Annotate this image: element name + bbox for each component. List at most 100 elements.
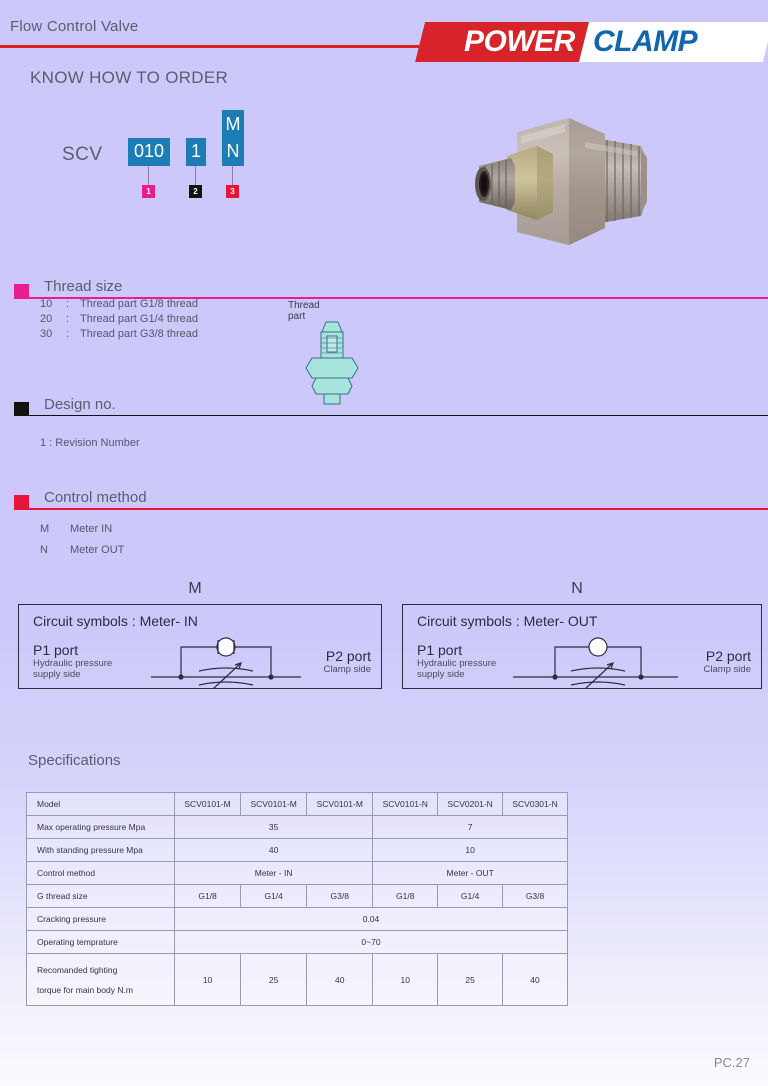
order-code-box-thread-size: 010 — [128, 138, 170, 166]
section-rule — [14, 415, 768, 416]
port-name: P2 port — [705, 648, 751, 664]
control-option-code: M — [40, 523, 50, 535]
table-cell: SCV0101-M — [240, 792, 308, 816]
section-bullet-icon — [14, 495, 29, 508]
thread-option-desc: Thread part G1/8 thread — [80, 298, 199, 310]
table-cell: SCV0201-N — [437, 792, 504, 816]
circuit-port-p1: P1 port Hydraulic pressure supply side — [417, 643, 497, 681]
list-item: M Meter IN — [40, 523, 124, 544]
logo-left-panel: POWER — [415, 22, 589, 62]
row-label: Operating temprature — [26, 930, 175, 954]
section-control-method: Control method — [0, 489, 768, 513]
port-sub-line2: supply side — [417, 669, 465, 680]
circuit-port-p2: P2 port Clamp side — [703, 648, 751, 676]
table-row: With standing pressure Mpa 40 10 — [26, 838, 568, 862]
port-sub-line2: supply side — [33, 669, 81, 680]
section-title: Design no. — [44, 396, 116, 413]
table-row: Model SCV0101-M SCV0101-M SCV0101-M SCV0… — [26, 792, 568, 816]
table-cell: SCV0101-M — [173, 792, 242, 816]
row-label: Max operating pressure Mpa — [26, 815, 175, 839]
circuit-port-p2: P2 port Clamp side — [323, 648, 371, 676]
page-title: Flow Control Valve — [10, 18, 139, 35]
order-marker-1: 1 — [142, 185, 155, 198]
control-option-code: N — [40, 544, 48, 556]
order-code-prefix: SCV — [62, 144, 103, 165]
section-title: Thread size — [44, 278, 123, 295]
table-cell: 25 — [437, 953, 504, 1006]
thread-option-separator: : — [66, 298, 70, 310]
thread-option-separator: : — [66, 313, 70, 325]
control-method-option-list: M Meter IN N Meter OUT — [40, 523, 124, 565]
page-header: Flow Control Valve POWER CLAMP — [0, 0, 768, 70]
row-label-line1: Recomanded tighting — [37, 964, 118, 975]
leader-line-1 — [148, 166, 149, 185]
power-clamp-logo: POWER CLAMP — [415, 22, 768, 62]
circuit-diagram-meter-out: Circuit symbols : Meter- OUT P1 port Hyd… — [402, 604, 762, 689]
table-cell: SCV0101-M — [306, 792, 374, 816]
logo-power-text: POWER — [463, 25, 575, 58]
section-bullet-icon — [14, 284, 29, 297]
header-rule — [0, 45, 520, 48]
product-photo-valve — [475, 118, 647, 245]
thread-option-code: 10 — [40, 298, 53, 310]
circuit-title: Circuit symbols : Meter- IN — [33, 613, 198, 629]
list-item: 30:Thread part G3/8 thread — [40, 328, 198, 343]
circuit-title: Circuit symbols : Meter- OUT — [417, 613, 598, 629]
table-cell: G1/4 — [437, 884, 504, 908]
table-cell: G1/8 — [173, 884, 242, 908]
row-label: Cracking pressure — [26, 907, 175, 931]
circuit-schematic-meter-in — [151, 637, 301, 689]
logo-right-panel: CLAMP — [578, 22, 768, 62]
table-cell: G3/8 — [502, 884, 568, 908]
control-option-desc: Meter IN — [70, 523, 113, 535]
thread-option-desc: Thread part G1/4 thread — [80, 313, 199, 325]
order-code-option-m: M — [225, 114, 241, 134]
order-code-box-control-method: M N — [222, 110, 244, 166]
row-label-line2: torque for main body N.m — [37, 984, 133, 995]
thread-option-separator: : — [66, 328, 70, 340]
row-label: G thread size — [26, 884, 175, 908]
port-sub: Clamp side — [323, 664, 371, 675]
control-option-desc: Meter OUT — [70, 544, 125, 556]
table-cell: 25 — [240, 953, 308, 1006]
section-rule — [14, 297, 768, 299]
table-cell: 10 — [173, 953, 242, 1006]
table-cell: 7 — [372, 815, 568, 839]
table-row: Cracking pressure 0.04 — [26, 907, 568, 931]
port-name: P2 port — [325, 648, 371, 664]
circuit-label-m: M — [188, 580, 202, 597]
circuit-port-p1: P1 port Hydraulic pressure supply side — [33, 643, 113, 681]
table-row: G thread size G1/8 G1/4 G3/8 G1/8 G1/4 G… — [26, 884, 568, 908]
table-cell: G1/4 — [240, 884, 308, 908]
thread-part-label: Thread part — [288, 300, 320, 322]
table-cell: SCV0101-N — [372, 792, 439, 816]
port-sub-line1: Hydraulic pressure — [33, 658, 113, 669]
leader-line-2 — [195, 166, 196, 185]
design-no-note: 1 : Revision Number — [40, 437, 140, 449]
circuit-schematic-meter-out — [513, 637, 678, 689]
port-sub-line1: Hydraulic pressure — [417, 658, 497, 669]
specifications-heading: Specifications — [28, 752, 121, 769]
table-row: Control method Meter - IN Meter - OUT — [26, 861, 568, 885]
order-code-box-design-no: 1 — [186, 138, 206, 166]
table-cell: 40 — [173, 838, 374, 862]
thread-size-option-list: 10:Thread part G1/8 thread 20:Thread par… — [40, 298, 198, 343]
page-number: PC.27 — [713, 1055, 750, 1070]
circuit-label-n: N — [571, 580, 583, 597]
table-row: Recomanded tighting torque for main body… — [26, 953, 568, 1006]
table-cell: Meter - IN — [173, 861, 374, 885]
section-thread-size: Thread size — [0, 278, 768, 302]
logo-clamp-text: CLAMP — [592, 25, 697, 58]
list-item: 10: Thread part G1/8 thread — [40, 298, 198, 313]
section-rule — [14, 508, 768, 510]
table-cell: 40 — [502, 953, 568, 1006]
table-cell: 40 — [306, 953, 374, 1006]
table-cell: 0.04 — [174, 907, 568, 931]
row-label: Control method — [26, 861, 175, 885]
table-cell: 10 — [372, 838, 568, 862]
table-row: Max operating pressure Mpa 35 7 — [26, 815, 568, 839]
list-item: 20:Thread part G1/4 thread — [40, 313, 198, 328]
thread-option-desc: Thread part G3/8 thread — [80, 328, 199, 340]
circuit-diagram-meter-in: Circuit symbols : Meter- IN P1 port Hydr… — [18, 604, 382, 689]
row-label: Recomanded tighting torque for main body… — [26, 953, 175, 1006]
